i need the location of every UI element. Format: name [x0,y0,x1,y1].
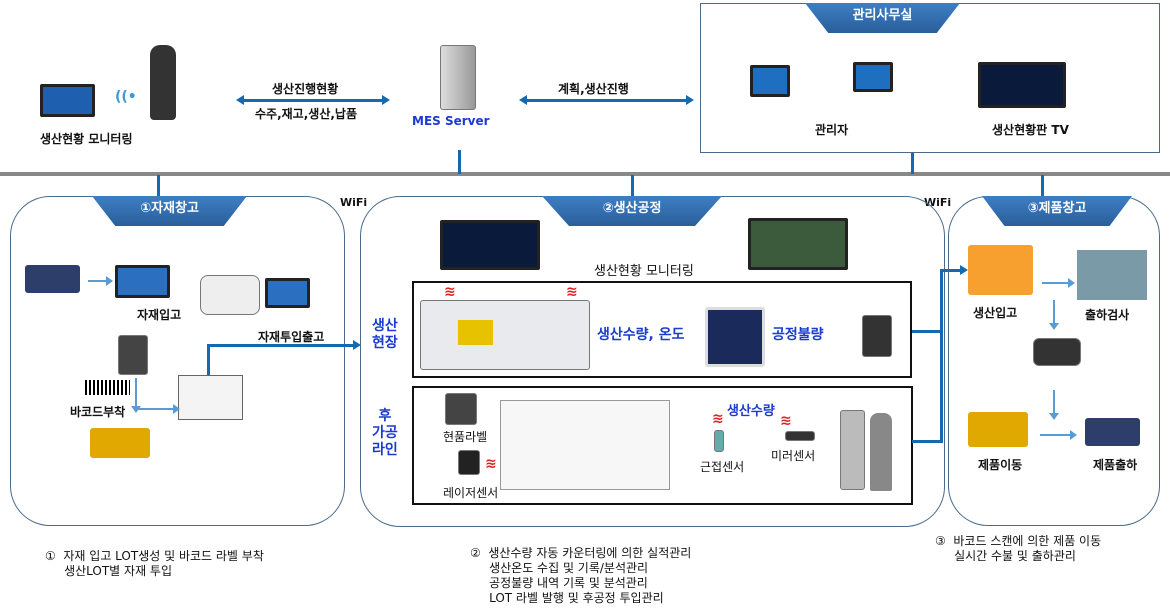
arrow-label-plan: 계획,생산진행 [558,82,629,96]
wifi-signal-icon: ≋ [444,284,456,300]
mold-image [458,320,493,345]
truck-image [1085,418,1140,446]
product-header: ③제품창고 [982,196,1132,226]
link-line [940,270,943,443]
label-print-label: 현품라벨 [443,430,488,444]
desktop-image [750,65,790,97]
link-process [631,175,634,197]
wifi-signal-icon: ≋ [566,284,578,300]
mirror-sensor-image [785,431,815,441]
mirror-label: 미러센서 [771,449,816,463]
link-arrow [940,265,968,275]
bidirectional-arrow [519,95,694,105]
proximity-label: 근접센서 [700,460,745,474]
qty-temp-label: 생산수량, 온도 [597,327,685,343]
site-box [412,281,912,378]
flow-arrow [1049,390,1059,420]
link-server [458,150,461,174]
tv-image [978,62,1066,108]
qty-label: 생산수량 [727,404,775,419]
businessman-image [150,45,176,120]
wifi-icon: WiFi [340,196,368,209]
flow-arrow [135,404,180,414]
out-arrow [207,340,361,350]
truck-image [25,265,80,293]
operator-image [870,413,892,491]
laptop-image [265,278,310,308]
assembly-line-image [500,400,670,490]
inspection-image [1077,250,1147,300]
wifi-signal-icon: ≋ [780,413,792,429]
laser-sensor-image [458,450,480,475]
label-printer-image [118,335,148,375]
move-label: 제품이동 [978,458,1023,472]
laser-label: 레이저센서 [443,486,499,500]
note-process: ② 생산수량 자동 카운터링에 의한 실적관리 생산온도 수집 및 기록/분석관… [470,546,692,605]
flow-arrow [1040,430,1077,440]
site-label: 생산 현장 [372,318,398,351]
product-boxes-image [968,245,1033,295]
link-line [912,440,942,443]
note-product: ③ 바코드 스캔에 의한 제품 이동 실시간 수불 및 출하관리 [935,534,1102,563]
wifi-signal-icon: ((• [115,89,137,105]
arrow-label-orders: 수주,재고,생산,납품 [255,107,357,121]
tablet-image [40,84,95,117]
inspection-label: 출하검사 [1085,308,1130,322]
flow-arrow [1042,278,1075,288]
proximity-sensor-image [714,430,724,452]
defect-label: 공정불량 [772,327,824,343]
out-line [207,345,210,375]
material-in-label: 자재입고 [137,308,182,322]
barcode-label: 바코드부착 [70,405,126,419]
line-label: 후 가공 라인 [372,408,398,458]
monitoring-label: 생산현황 모니터링 [40,132,133,146]
note-warehouse: ① 자재 입고 LOT생성 및 바코드 라벨 부착 생산LOT별 자재 투입 [45,549,264,578]
tv-label: 생산현황판 TV [992,123,1069,137]
material-out-label: 자재투입출고 [258,330,325,344]
wifi-signal-icon: ≋ [712,411,724,427]
monitor-image [440,220,540,270]
process-monitoring-label: 생산현황 모니터링 [594,264,694,279]
flow-arrow [1049,300,1059,330]
link-office [911,153,914,174]
touch-panel-image [705,307,765,367]
scanner-phone-image [1033,338,1081,366]
injection-machine-image [420,300,590,370]
printer-image [862,315,892,357]
warehouse-header: ①자재창고 [92,196,247,226]
link-line [912,330,942,333]
admin-label: 관리자 [815,123,849,137]
monitor-image [748,218,848,270]
boxes-image [178,375,243,420]
warehouse-panel [10,196,345,526]
flow-arrow [88,276,113,286]
laptop-image [853,62,893,92]
flow-arrow [131,378,141,413]
link-product [1041,175,1044,197]
line-box [412,386,913,505]
server-image [440,45,476,110]
barcode-image [85,380,130,395]
scanner-phone-image [200,275,260,315]
forklift-image [968,412,1028,447]
link-warehouse [157,175,160,197]
office-header: 관리사무실 [805,3,960,33]
label-printer-image [445,393,477,425]
wifi-signal-icon: ≋ [485,456,497,472]
forklift-image [90,428,150,458]
network-backbone [0,172,1170,176]
process-header: ②생산공정 [542,196,722,226]
server-label: MES Server [412,114,490,128]
kiosk-image [840,410,865,490]
bidirectional-arrow [236,95,390,105]
laptop-image [115,265,170,298]
arrow-label-progress: 생산진행현황 [272,82,339,96]
prod-in-label: 생산입고 [973,306,1018,320]
ship-label: 제품출하 [1093,458,1138,472]
